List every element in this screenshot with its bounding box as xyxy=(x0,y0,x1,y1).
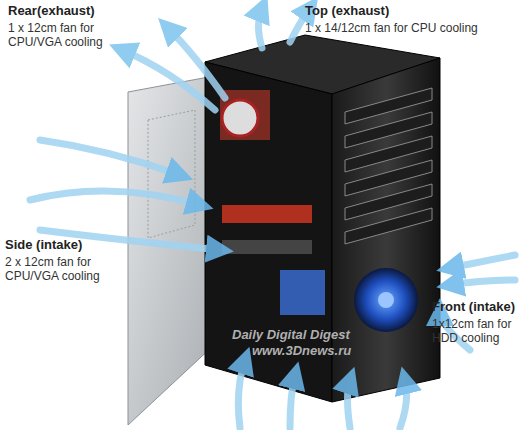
watermark: www.3Dnews.ru xyxy=(252,344,452,358)
callout-heading: Rear(exhaust) xyxy=(8,4,168,18)
watermark: Daily Digital Digest xyxy=(232,328,432,342)
callout-heading: Side (intake) xyxy=(5,238,165,252)
callout-text: 1x12cm fan for HDD cooling xyxy=(432,317,526,345)
callout-text: 1 x 12cm fan for CPU/VGA cooling xyxy=(8,21,113,49)
callout-text: 2 x 12cm fan for CPU/VGA cooling xyxy=(5,255,110,283)
airflow-arrows xyxy=(30,8,515,428)
callout-heading: Front (intake) xyxy=(432,300,528,314)
callout-text: 1 x 14/12cm fan for CPU cooling xyxy=(305,21,520,35)
callout-heading: Top (exhaust) xyxy=(305,4,505,18)
